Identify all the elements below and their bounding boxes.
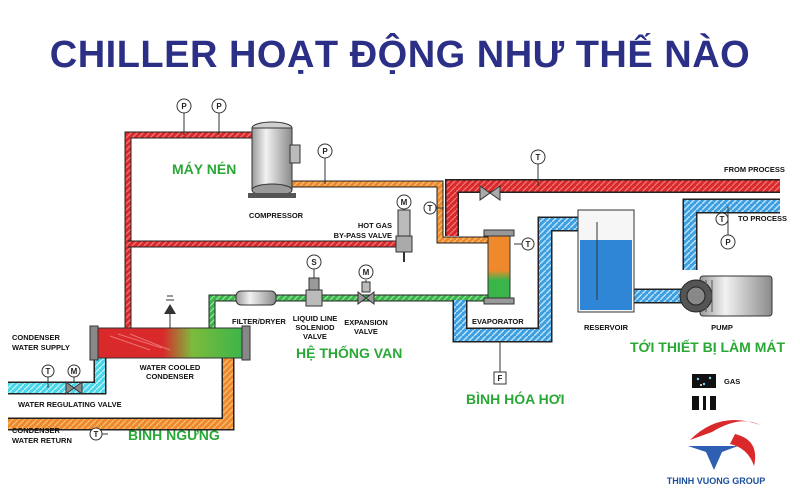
pressure-gauge-icon: P (176, 98, 192, 135)
label-wrv: WATER REGULATING VALVE (18, 400, 122, 409)
label-toi-thiet-bi: TỚI THIẾT BỊ LÀM MÁT (630, 338, 785, 355)
filter-dryer (235, 290, 277, 306)
label-hot-gas-2: BY-PASS VALVE (334, 231, 392, 240)
temperature-gauge-icon: T (89, 427, 108, 441)
label-cond-supply-1: CONDENSER (12, 333, 61, 342)
compressor (248, 121, 301, 198)
label-hot-gas-1: HOT GAS (358, 221, 392, 230)
labels: MÁY NÉN COMPRESSOR HOT GAS BY-PASS VALVE… (12, 161, 787, 445)
page-title: CHILLER HOẠT ĐỘNG NHƯ THẾ NÀO (49, 34, 751, 76)
pressure-gauge-icon: P (720, 206, 736, 250)
label-exp-2: VALVE (354, 327, 378, 336)
flow-switch-icon: F (493, 342, 507, 385)
pump (679, 275, 773, 317)
water-regulating-valve (65, 381, 83, 395)
label-evaporator: EVAPORATOR (472, 317, 524, 326)
temperature-gauge-icon: T (514, 237, 535, 251)
hot-gas-bypass-valve (395, 209, 413, 262)
reservoir (577, 209, 635, 313)
expansion-valve (357, 281, 375, 305)
pressure-gauge-icon: P (211, 98, 227, 135)
evaporator (483, 229, 515, 305)
label-to-process: TO PROCESS (738, 214, 787, 223)
label-pump: PUMP (711, 323, 733, 332)
label-reservoir: RESERVOIR (584, 323, 629, 332)
label-exp-1: EXPANSION (344, 318, 388, 327)
svg-text:P: P (322, 147, 328, 156)
brand-logo-icon: THINH VUONG GROUP (667, 420, 766, 486)
svg-text:T: T (46, 367, 51, 376)
svg-text:P: P (181, 102, 187, 111)
temperature-gauge-icon: T (41, 364, 55, 388)
label-binh-ngung: BÌNH NGƯNG (128, 427, 220, 443)
svg-text:S: S (311, 258, 317, 267)
label-filter-dryer: FILTER/DRYER (232, 317, 286, 326)
svg-text:T: T (536, 153, 541, 162)
label-may-nen: MÁY NÉN (172, 161, 236, 177)
solenoid-icon: S (306, 254, 322, 278)
temperature-gauge-icon: T (423, 201, 444, 215)
svg-text:T: T (720, 215, 725, 224)
gauges: P P P T T P T (41, 98, 736, 441)
label-liquid-2: SOLENIOD (295, 323, 335, 332)
brand-name: THINH VUONG GROUP (667, 476, 766, 486)
relief-valve (164, 295, 176, 328)
liquid-line-solenoid-valve (305, 277, 323, 307)
svg-text:M: M (71, 367, 78, 376)
label-wcc-2: CONDENSER (146, 372, 195, 381)
svg-text:T: T (526, 240, 531, 249)
svg-text:T: T (428, 204, 433, 213)
motor-icon: M (396, 194, 412, 210)
pressure-gauge-icon: P (317, 143, 333, 184)
label-cond-supply-2: WATER SUPPLY (12, 343, 70, 352)
label-liquid-3: VALVE (303, 332, 327, 341)
liquid-pipes (208, 294, 490, 330)
label-cond-return-2: WATER RETURN (12, 436, 72, 445)
gas-legend-icon (692, 374, 716, 388)
label-compressor: COMPRESSOR (249, 211, 304, 220)
hot-gas-pipes (124, 131, 780, 328)
svg-text:P: P (725, 238, 731, 247)
warm-pipes (8, 180, 492, 431)
process-valve (479, 185, 501, 201)
water-cooled-condenser (89, 325, 251, 361)
label-from-process: FROM PROCESS (724, 165, 785, 174)
label-binh-hoa-hoi: BÌNH HÓA HƠI (466, 390, 565, 407)
svg-text:T: T (94, 430, 99, 439)
label-wcc-1: WATER COOLED (140, 363, 201, 372)
label-gas: GAS (724, 377, 740, 386)
svg-text:F: F (498, 374, 503, 383)
svg-text:M: M (401, 198, 408, 207)
temperature-gauge-icon: T (530, 149, 546, 186)
motor-icon: M (358, 264, 374, 282)
label-liquid-1: LIQUID LINE (293, 314, 338, 323)
motor-icon: M (67, 364, 81, 382)
svg-text:P: P (216, 102, 222, 111)
label-he-thong-van: HỆ THỐNG VAN (296, 344, 402, 361)
label-cond-return-1: CONDENSER (12, 426, 61, 435)
svg-text:M: M (363, 268, 370, 277)
liquid-legend-icon (692, 396, 716, 410)
water-pipes (8, 198, 780, 395)
